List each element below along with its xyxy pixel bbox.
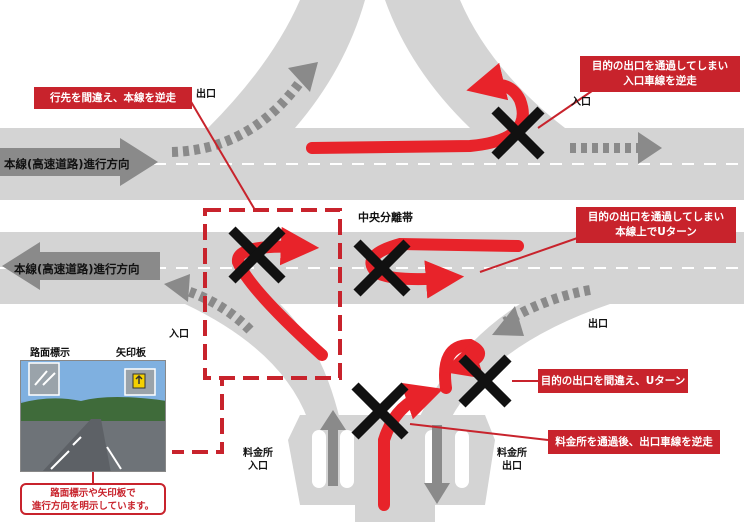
callout-wrong-exit-uturn: 目的の出口を間違え、Uターン <box>538 369 688 393</box>
note-line: 進行方向を明示しています。 <box>31 501 155 512</box>
label-median: 中央分離帯 <box>358 211 413 224</box>
photo-title-arrow-sign: 矢印板 <box>116 348 146 359</box>
lower-right-ramp <box>418 304 610 420</box>
label-toll-entrance: 料金所 入口 <box>243 447 273 473</box>
photo-note: 路面標示や矢印板で 進行方向を明示しています。 <box>20 483 166 515</box>
photo-title-road-marking: 路面標示 <box>30 348 70 359</box>
lower-lane-label: 本線(高速道路)進行方向 <box>14 262 140 276</box>
ramp-flow-heads <box>164 62 662 336</box>
label-exit-top: 出口 <box>196 89 216 100</box>
label-line: 入口 <box>248 461 268 472</box>
cross-icon <box>351 382 409 440</box>
callout-passed-exit-entrance: 目的の出口を通過してしまい 入口車線を逆走 <box>580 56 740 92</box>
lane-dashes <box>0 163 744 269</box>
path-wrong-exit-uturn <box>439 338 485 394</box>
cross-icon <box>353 239 411 297</box>
label-toll-exit: 料金所 出口 <box>497 447 527 473</box>
callout-line: 入口車線を逆走 <box>623 75 697 87</box>
callout-line: 目的の出口を通過してしまい <box>591 60 729 72</box>
label-line: 出口 <box>502 461 522 472</box>
road-photo-illustration <box>21 361 165 471</box>
callout-leaders <box>189 79 609 441</box>
focus-dashed-box <box>172 208 342 454</box>
label-exit-right: 出口 <box>588 319 608 330</box>
road-photo <box>20 360 166 472</box>
callout-line: 目的の出口を通過してしまい <box>587 211 725 223</box>
label-entrance-left: 入口 <box>169 329 189 340</box>
label-line: 料金所 <box>243 448 273 459</box>
callout-wrong-direction: 行先を間違え、本線を逆走 <box>34 87 192 109</box>
path-upper-exit-reverse <box>306 62 529 154</box>
label-line: 料金所 <box>497 448 527 459</box>
toll-road-bottom <box>355 500 435 522</box>
label-entrance-top: 入口 <box>571 97 591 108</box>
lower-mainline-arrow <box>2 242 160 290</box>
note-line: 路面標示や矢印板で <box>50 488 136 499</box>
cross-icon <box>228 226 286 284</box>
upper-lane-label: 本線(高速道路)進行方向 <box>4 157 130 171</box>
cross-marks <box>228 106 545 440</box>
toll-plaza <box>288 415 495 505</box>
callout-toll-exit-reverse: 料金所を通過後、出口車線を逆走 <box>548 430 720 454</box>
cross-icon <box>491 106 545 160</box>
cross-icon <box>458 354 512 408</box>
lower-left-ramp <box>185 304 340 420</box>
upper-mainline-arrow <box>0 138 158 186</box>
callout-line: 本線上でUターン <box>615 226 697 238</box>
toll-flow-arrows <box>320 410 450 504</box>
path-toll-exit-reverse <box>378 382 444 511</box>
upper-left-ramp <box>208 0 365 128</box>
callout-passed-exit-uturn: 目的の出口を通過してしまい 本線上でUターン <box>576 207 736 243</box>
